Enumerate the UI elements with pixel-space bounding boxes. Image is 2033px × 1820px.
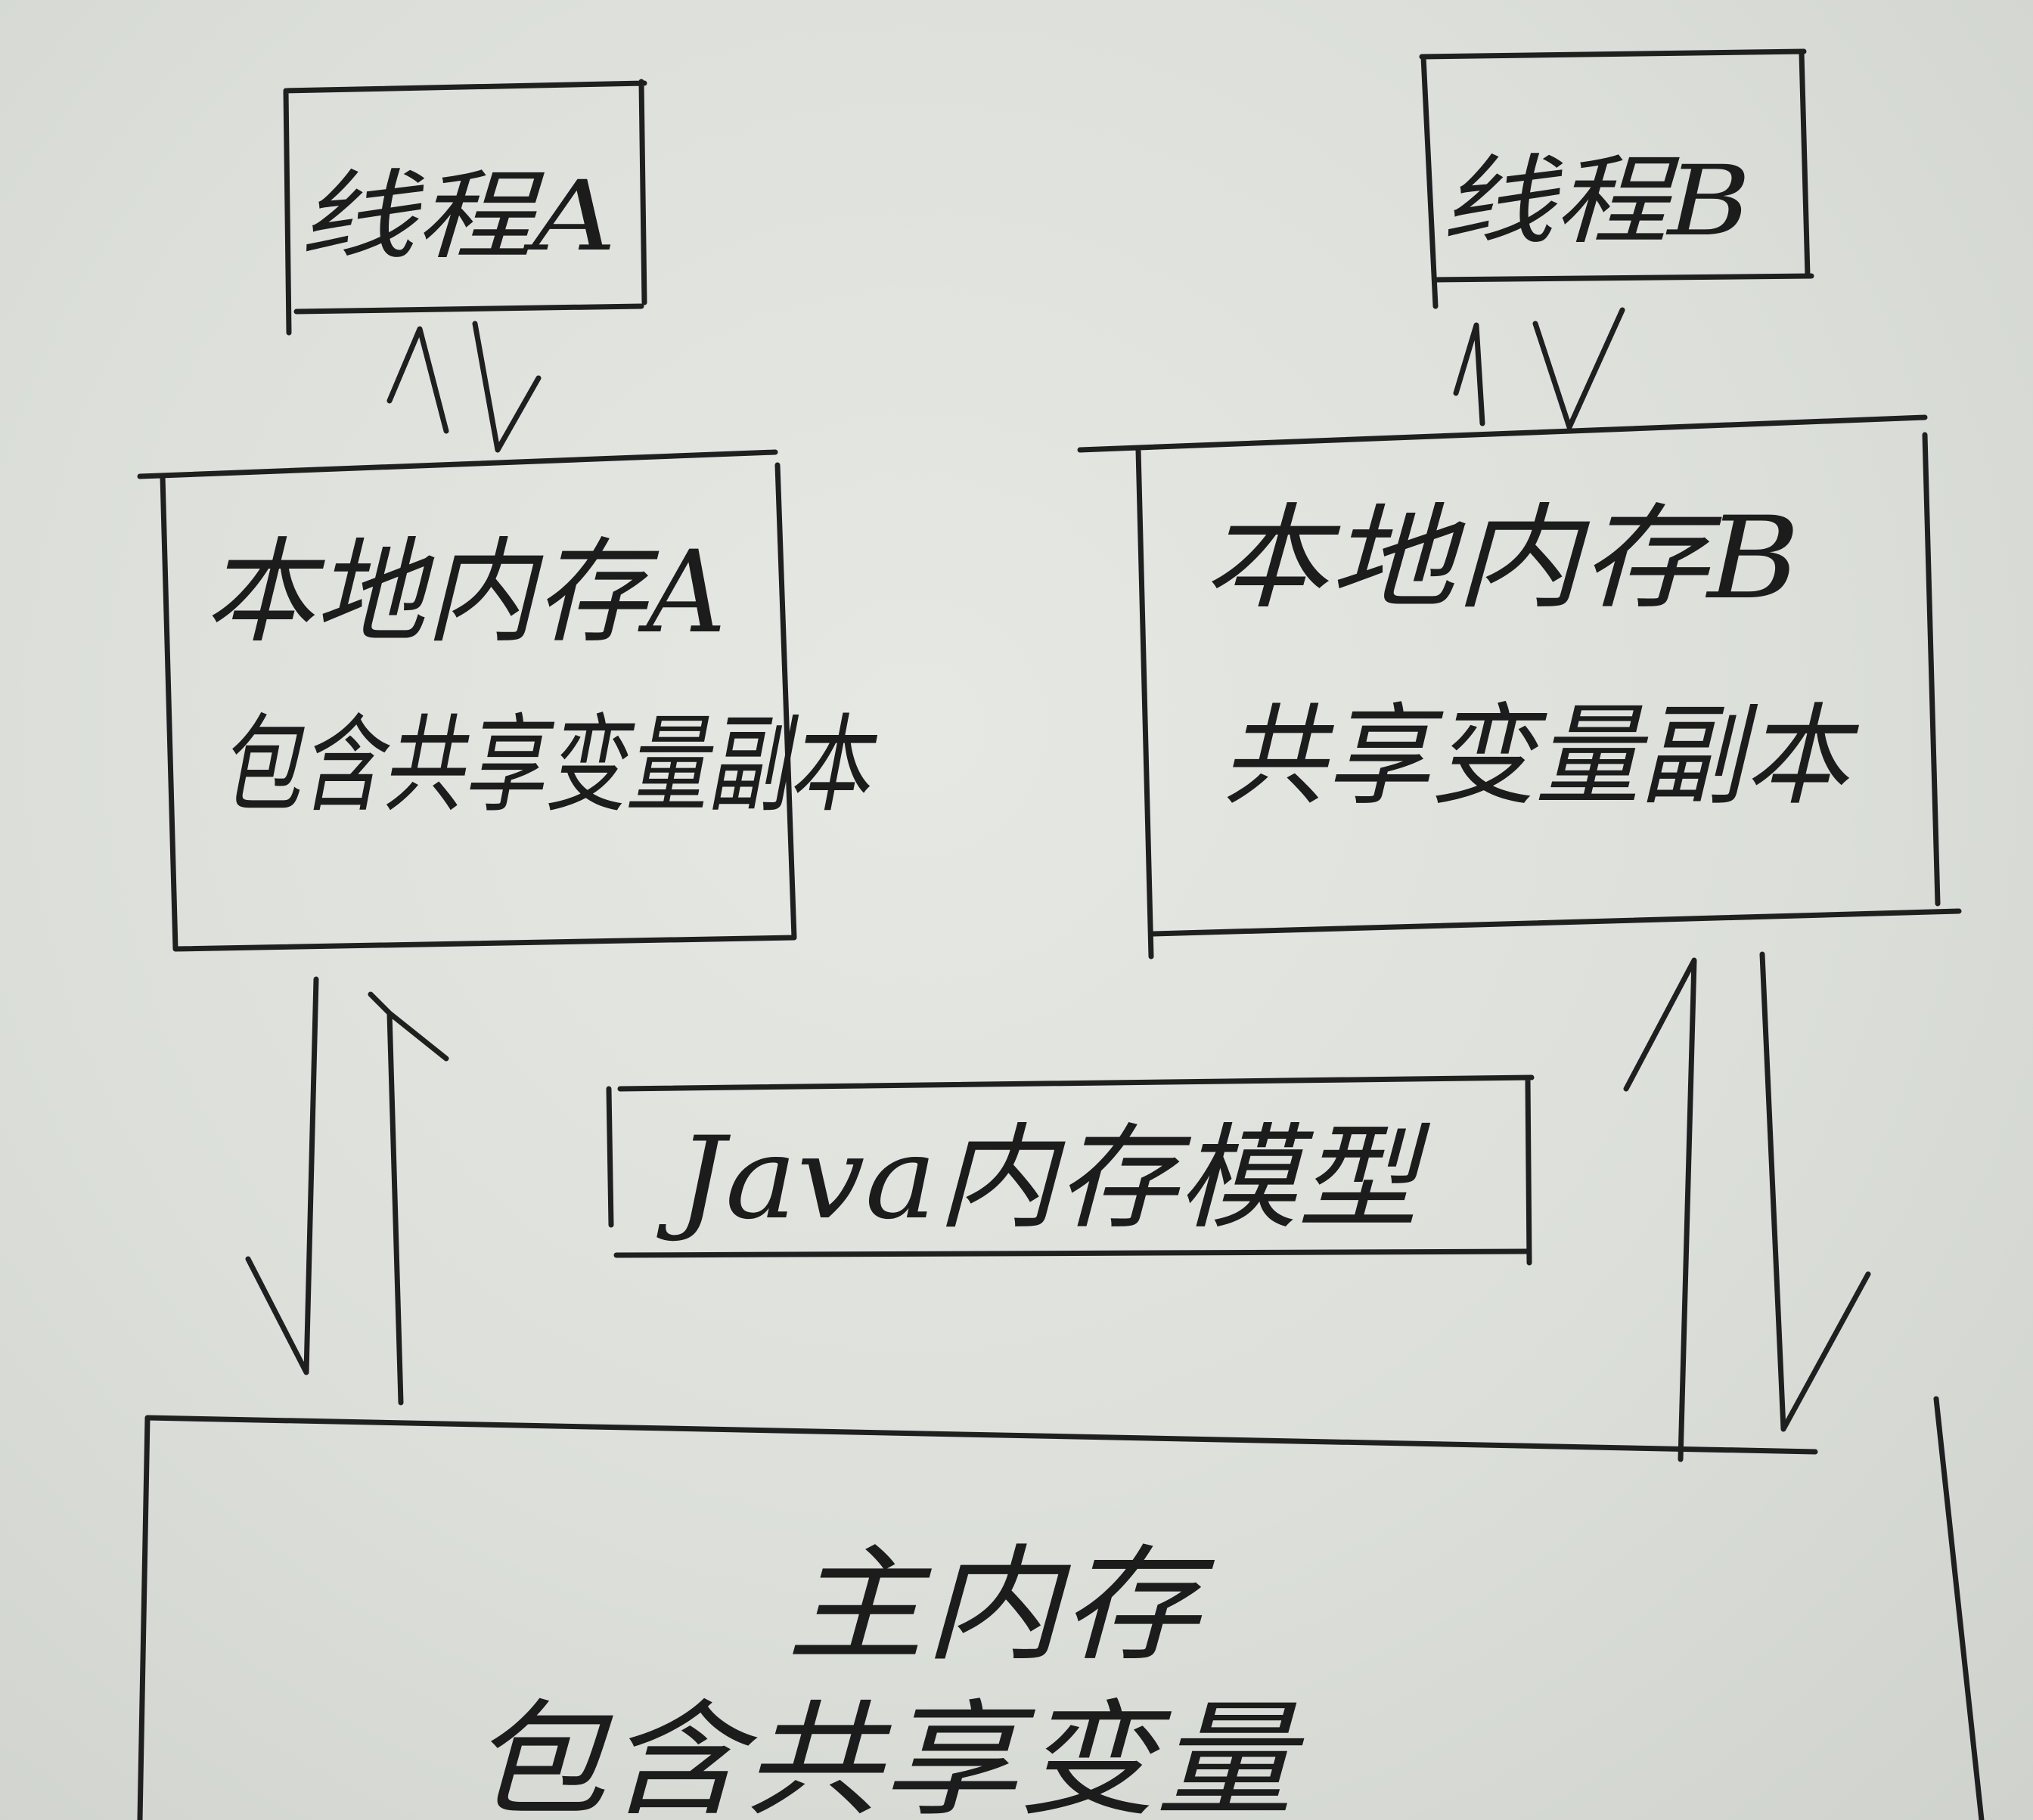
arrow-down-to-main-from-a <box>245 976 319 1375</box>
local-memory-b-line2: 共享变量副本 <box>1221 693 1859 820</box>
thread-b-box <box>1419 48 1814 309</box>
local-memory-b-line1: 本地内存B <box>1203 493 1800 625</box>
local-memory-a-node: 本地内存A 包含共享变量副本 <box>137 449 878 952</box>
arrow-up-to-local-b <box>1623 957 1697 1462</box>
main-memory-line1: 主内存 <box>787 1533 1215 1678</box>
jmm-title-label: Java内存模型 <box>656 1113 1431 1245</box>
thread-a-box <box>283 79 647 336</box>
arrow-up-to-thread-b <box>1453 322 1485 426</box>
main-memory-line2: 包含共享变量 <box>469 1688 1305 1820</box>
main-memory-node: 主内存 包含共享变量 <box>137 1396 1985 1820</box>
arrow-down-to-local-b <box>1532 307 1625 430</box>
thread-b-label: 线程B <box>1441 145 1751 258</box>
arrow-down-to-main-from-b <box>1759 951 1871 1432</box>
thread-b-node: 线程B <box>1419 48 1814 309</box>
thread-b-local-b-arrows <box>1453 307 1625 430</box>
local-memory-b-node: 本地内存B 共享变量副本 <box>1077 414 1962 960</box>
main-memory-box <box>137 1396 1985 1820</box>
arrow-up-to-thread-a <box>386 326 449 434</box>
local-a-main-arrows <box>245 976 449 1406</box>
local-memory-b-box <box>1077 414 1962 960</box>
local-memory-a-line1: 本地内存A <box>204 527 726 659</box>
thread-a-node: 线程A <box>283 79 647 336</box>
thread-a-local-a-arrows <box>386 321 542 453</box>
local-memory-a-line2: 包含共享变量副本 <box>219 704 878 827</box>
local-b-main-arrows <box>1623 951 1871 1462</box>
local-memory-a-box <box>137 449 797 952</box>
arrow-up-to-local-a <box>368 991 449 1406</box>
thread-a-label: 线程A <box>299 160 616 273</box>
jmm-title-node: Java内存模型 <box>606 1074 1535 1266</box>
jmm-title-box <box>606 1074 1535 1266</box>
arrow-down-to-local-a <box>472 321 542 453</box>
